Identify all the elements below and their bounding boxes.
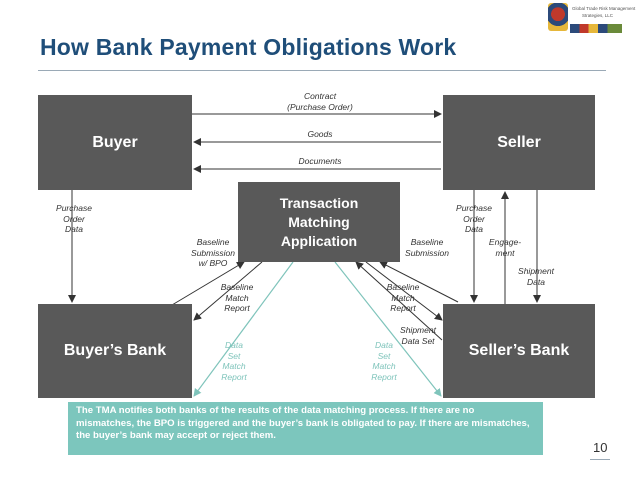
baseline-submission-label: Baseline Submission (405, 237, 449, 258)
baseline-match-right-arrow (365, 261, 443, 321)
buyer-label: Buyer (92, 133, 138, 151)
page-title: How Bank Payment Obligations Work (40, 34, 457, 60)
data-set-match-right-arrow (334, 261, 442, 397)
sellers-bank-label: Seller’s Bank (468, 342, 570, 359)
baseline-bpo-arrow (171, 261, 245, 306)
shipment-data-set-label: Shipment Data Set (400, 325, 436, 346)
engagement-label: Engage- ment (488, 237, 522, 258)
baseline-submission-arrow (379, 261, 459, 303)
company-logo: Global Trade Risk Management Strategies,… (548, 3, 635, 37)
seller-label: Seller (497, 133, 541, 151)
page-number: 10 (593, 440, 608, 455)
contract-label: Contract (Purchase Order) (287, 91, 353, 112)
buyers-bank-label: Buyer’s Bank (63, 342, 167, 359)
shipment-data-label: Shipment Data (518, 266, 554, 287)
data-set-match-right-label: Data Set Match Report (371, 340, 397, 382)
logo-line-2: Strategies, LLC (582, 13, 614, 18)
documents-label: Documents (298, 156, 342, 166)
page-number-divider (590, 459, 610, 460)
data-set-match-left-arrow (193, 261, 294, 397)
summary-note: The TMA notifies both banks of the resul… (68, 402, 543, 455)
baseline-match-left-label: Baseline Match Report (220, 282, 254, 313)
po-data-right-label: Purchase Order Data (456, 203, 492, 234)
buyer-box: Buyer (38, 95, 192, 190)
baseline-bpo-label: Baseline Submission w/ BPO (191, 237, 235, 268)
data-set-match-left-label: Data Set Match Report (221, 340, 247, 382)
baseline-match-right-label: Baseline Match Report (386, 282, 420, 313)
baseline-match-left-arrow (193, 261, 263, 321)
logo-line-1: Global Trade Risk Management (572, 6, 636, 11)
sellers-bank-box: Seller’s Bank (443, 304, 595, 398)
po-data-left-label: Purchase Order Data (56, 203, 92, 234)
seller-box: Seller (443, 95, 595, 190)
logo-flag-band-icon (570, 24, 622, 33)
buyers-bank-box: Buyer’s Bank (38, 304, 192, 398)
shipment-data-set-arrow (355, 261, 443, 341)
logo-seal-icon (548, 3, 568, 31)
goods-label: Goods (307, 129, 333, 139)
tma-box: Transaction Matching Application (238, 182, 400, 262)
tma-label: Transaction Matching Application (279, 194, 359, 249)
title-divider (38, 70, 606, 71)
